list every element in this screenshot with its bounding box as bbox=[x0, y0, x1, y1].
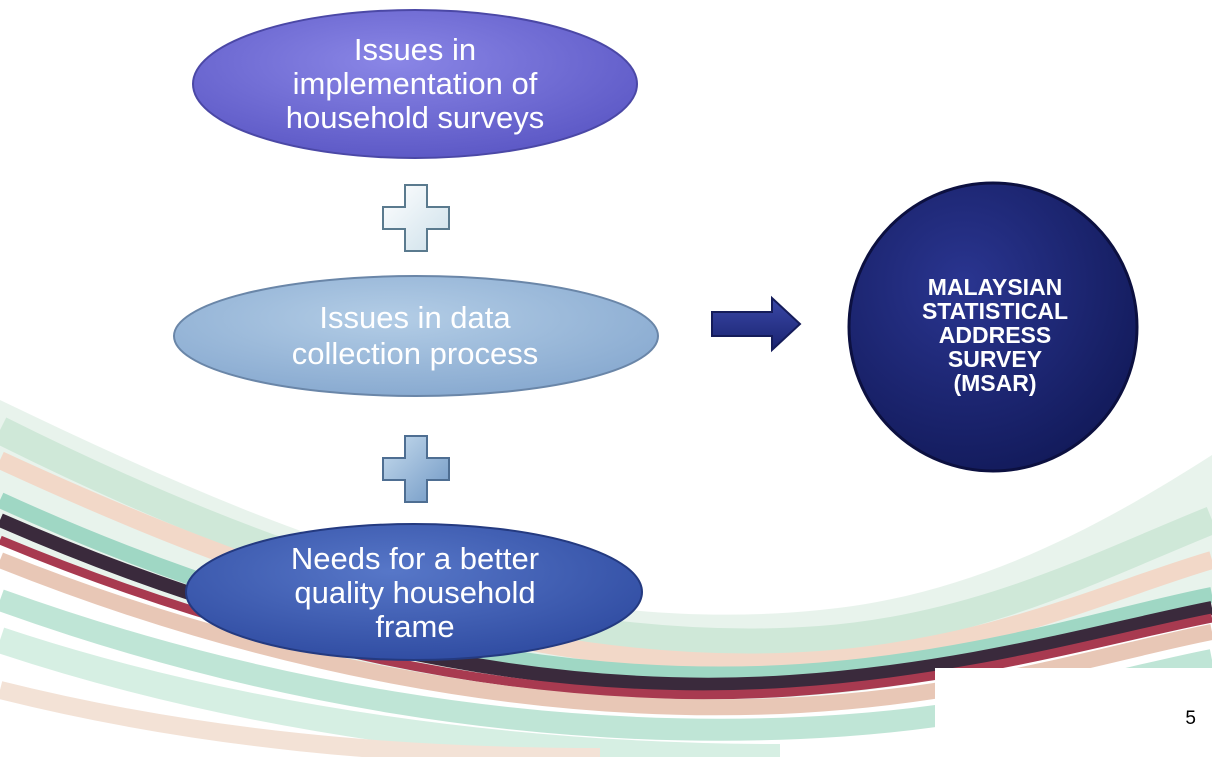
node-issues-data-collection bbox=[173, 275, 659, 397]
page-number: 5 bbox=[1185, 708, 1196, 729]
node-needs-better-frame bbox=[185, 523, 643, 661]
node-label-middle: Issues in data collection process bbox=[291, 300, 539, 371]
node-label-result: MALAYSIAN STATISTICAL ADDRESS SURVEY (MS… bbox=[921, 274, 1069, 396]
plus-connector-icon bbox=[382, 184, 450, 252]
plus-connector-icon bbox=[382, 435, 450, 503]
node-label-top: Issues in implementation of household su… bbox=[285, 32, 545, 135]
node-msar bbox=[847, 181, 1139, 473]
node-issues-implementation bbox=[192, 9, 638, 159]
node-label-bottom: Needs for a better quality household fra… bbox=[290, 540, 540, 644]
arrow-right-icon bbox=[711, 295, 802, 353]
